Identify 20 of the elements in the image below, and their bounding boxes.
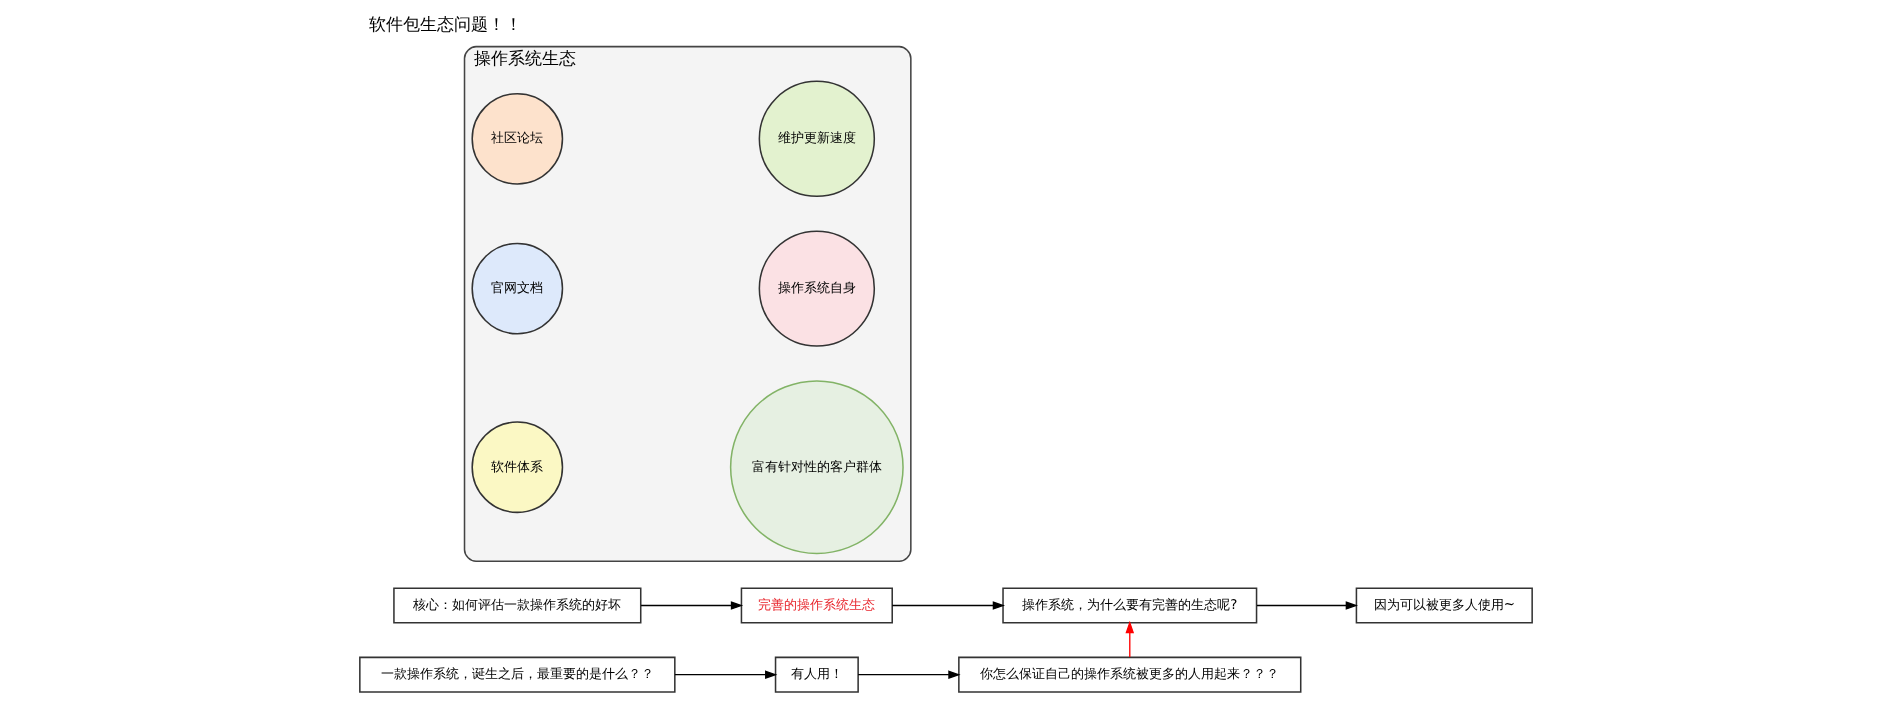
node-box: 完善的操作系统生态 bbox=[740, 587, 893, 624]
node-box: 核心：如何评估一款操作系统的好坏 bbox=[393, 587, 642, 624]
arrow bbox=[1256, 601, 1358, 610]
arrow bbox=[891, 601, 1006, 610]
arrow bbox=[857, 670, 961, 679]
arrow bbox=[640, 601, 744, 610]
node-box: 操作系统，为什么要有完善的生态呢? bbox=[1002, 587, 1258, 624]
node-box: 一款操作系统，诞生之后，最重要的是什么？？ bbox=[359, 656, 676, 693]
node-circle: 操作系统自身 bbox=[758, 230, 876, 347]
node-circle: 维护更新速度 bbox=[758, 80, 876, 198]
node-box: 因为可以被更多人使用~ bbox=[1355, 587, 1533, 624]
node-box: 有人用！ bbox=[774, 656, 859, 693]
arrow bbox=[674, 670, 778, 679]
node-box: 你怎么保证自己的操作系统被更多的人用起来？？？ bbox=[958, 656, 1302, 693]
diagram-title: 软件包生态问题！！ bbox=[369, 13, 523, 34]
node-circle: 社区论坛 bbox=[471, 92, 564, 185]
node-circle: 富有针对性的客户群体 bbox=[729, 380, 904, 555]
arrow bbox=[1125, 620, 1135, 658]
node-circle: 官网文档 bbox=[471, 242, 564, 335]
node-circle: 软件体系 bbox=[471, 421, 564, 514]
